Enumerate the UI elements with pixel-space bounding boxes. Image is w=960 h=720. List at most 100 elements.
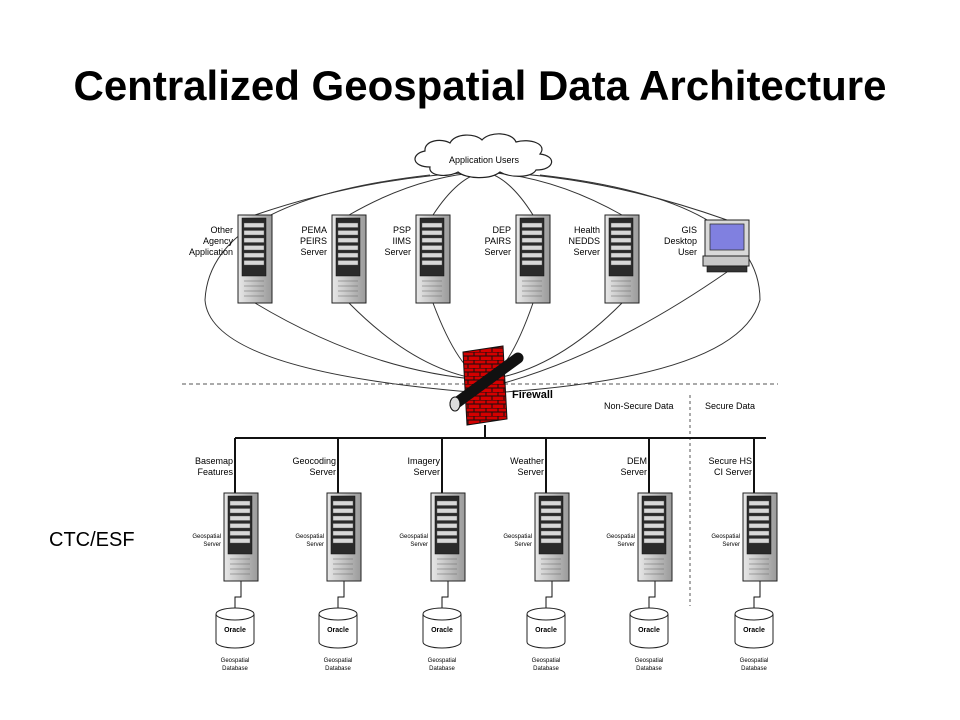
database-label: Oracle [224,627,246,634]
database-label: Oracle [638,627,660,634]
drive-bay [421,222,443,228]
db-connector [648,581,656,609]
drive-bay [748,530,770,536]
cylinder-body [734,614,774,649]
drive-bay [436,508,458,514]
drive-bay [332,538,354,544]
drive-bay [436,530,458,536]
database-label: Oracle [535,627,557,634]
drive-bay [421,260,443,266]
db-connector [441,581,449,609]
drive-bay [610,245,632,251]
link-desktop-to-firewall [484,271,728,389]
drive-bay [243,222,265,228]
cylinder-body [318,614,358,649]
db-connector [234,581,242,609]
drive-bay [421,252,443,258]
server-icon [223,492,259,582]
database-icon: Oracle [526,607,566,649]
drive-bay [748,538,770,544]
drive-bay [610,252,632,258]
drive-bay [540,538,562,544]
link-cloud-to-4 [483,171,623,216]
firewall-icon [449,345,524,426]
drive-bay [748,508,770,514]
database-label: Oracle [327,627,349,634]
drive-bay [332,500,354,506]
drive-bay [337,222,359,228]
drive-bay [243,260,265,266]
drive-bay [229,500,251,506]
drive-bay [332,508,354,514]
zone-label-secure: Secure Data [705,401,755,411]
cloud-label: Application Users [449,155,520,165]
drive-bay [421,245,443,251]
database-icon: Oracle [734,607,774,649]
drive-bay [610,222,632,228]
cylinder-top [318,607,358,621]
link-cloud-to-3 [483,171,534,216]
server-icon [742,492,778,582]
link-outer-left [204,174,471,393]
firewall-label: Firewall [512,389,553,401]
server-icon [534,492,570,582]
server-icon [637,492,673,582]
application-users-cloud: Application Users [414,133,553,179]
drive-bay [521,222,543,228]
zone-label-non-secure: Non-Secure Data [604,401,674,411]
computer-base [702,255,750,267]
drive-bay [521,230,543,236]
drive-bay [337,245,359,251]
keyboard [706,265,748,273]
pipe-end [449,396,461,412]
drive-bay [229,508,251,514]
db-connector [337,581,345,609]
drive-bay [540,523,562,529]
drive-bay [643,538,665,544]
drive-bay [229,530,251,536]
drive-bay [643,523,665,529]
drive-bay [243,237,265,243]
cylinder-top [629,607,669,621]
drive-bay [521,252,543,258]
drive-bay [610,230,632,236]
drive-bay [229,523,251,529]
drive-bay [332,523,354,529]
drive-bay [243,245,265,251]
server-icon [237,214,273,304]
drive-bay [540,500,562,506]
link-cloud-to-desktop [483,171,728,221]
drive-bay [521,245,543,251]
drive-bay [748,523,770,529]
cylinder-top [215,607,255,621]
drive-bay [436,523,458,529]
database-icon: Oracle [215,607,255,649]
cylinder-top [734,607,774,621]
drive-bay [421,237,443,243]
drive-bay [436,538,458,544]
drive-bay [521,237,543,243]
drive-bay [540,530,562,536]
firewall-pipe [449,352,524,410]
drive-bay [610,237,632,243]
drive-bay [643,508,665,514]
db-connector [545,581,553,609]
side-label: CTC/ESF [49,529,135,551]
